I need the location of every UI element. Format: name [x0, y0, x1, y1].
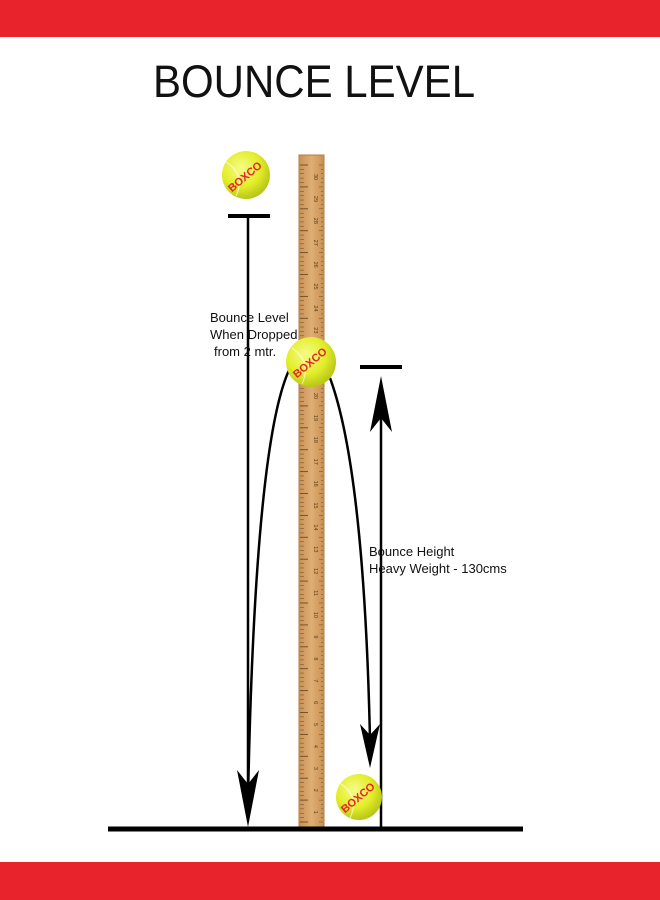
- ball-mid: BOXCO: [286, 337, 336, 387]
- ruler-tick-label: 18: [312, 437, 318, 443]
- bottom-red-band: [0, 862, 660, 900]
- ruler-tick-label: 4: [312, 745, 318, 748]
- ruler-tick-label: 19: [312, 415, 318, 421]
- ruler-tick-label: 15: [312, 502, 318, 508]
- ruler-tick-label: 27: [312, 240, 318, 246]
- drop-label-line2: When Dropped: [210, 327, 298, 342]
- ruler-tick-label: 2: [312, 789, 318, 792]
- ruler-tick-label: 28: [312, 218, 318, 224]
- ruler-tick-label: 16: [312, 481, 318, 487]
- page-title: BOUNCE LEVEL: [152, 56, 476, 107]
- bounce-label-line2: Heavy Weight - 130cms: [369, 561, 507, 576]
- drop-label-line1: Bounce Level: [210, 310, 289, 325]
- drop-label: Bounce Level When Dropped from 2 mtr.: [210, 309, 297, 360]
- ruler-tick-label: 25: [312, 283, 318, 289]
- ruler-tick-label: 14: [312, 524, 318, 530]
- top-red-band: [0, 0, 660, 37]
- ruler-tick-label: 8: [312, 657, 318, 660]
- ruler-tick-label: 13: [312, 546, 318, 552]
- ruler-tick-label: 1: [312, 811, 318, 814]
- ball-bottom: BOXCO: [336, 774, 382, 820]
- ruler-tick-label: 24: [312, 305, 318, 311]
- ruler-tick-label: 20: [312, 393, 318, 399]
- bounce-label-line1: Bounce Height: [369, 544, 455, 559]
- ruler-tick-label: 11: [312, 590, 318, 596]
- measuring-ruler: 3029282726252423222120191817161514131211…: [298, 154, 325, 828]
- ruler-tick-label: 12: [312, 568, 318, 574]
- ball-top: BOXCO: [222, 151, 270, 199]
- ruler-tick-label: 5: [312, 723, 318, 726]
- bounce-trajectory: [246, 367, 380, 801]
- ruler-tick-label: 9: [312, 635, 318, 638]
- ruler-tick-label: 7: [312, 679, 318, 682]
- bounce-height-arrow: [360, 365, 402, 829]
- bounce-height-label: Bounce Height Heavy Weight - 130cms: [369, 543, 507, 577]
- ruler-tick-label: 17: [312, 459, 318, 465]
- ruler-tick-label: 6: [312, 701, 318, 704]
- ruler-tick-label: 10: [312, 612, 318, 618]
- ruler-tick-label: 3: [312, 767, 318, 770]
- ruler-ticks: 3029282726252423222120191817161514131211…: [300, 164, 323, 823]
- ruler-tick-label: 23: [312, 327, 318, 333]
- ruler-tick-label: 30: [312, 174, 318, 180]
- ruler-tick-label: 26: [312, 262, 318, 268]
- ruler-tick-label: 29: [312, 196, 318, 202]
- drop-label-line3: from 2 mtr.: [214, 344, 277, 359]
